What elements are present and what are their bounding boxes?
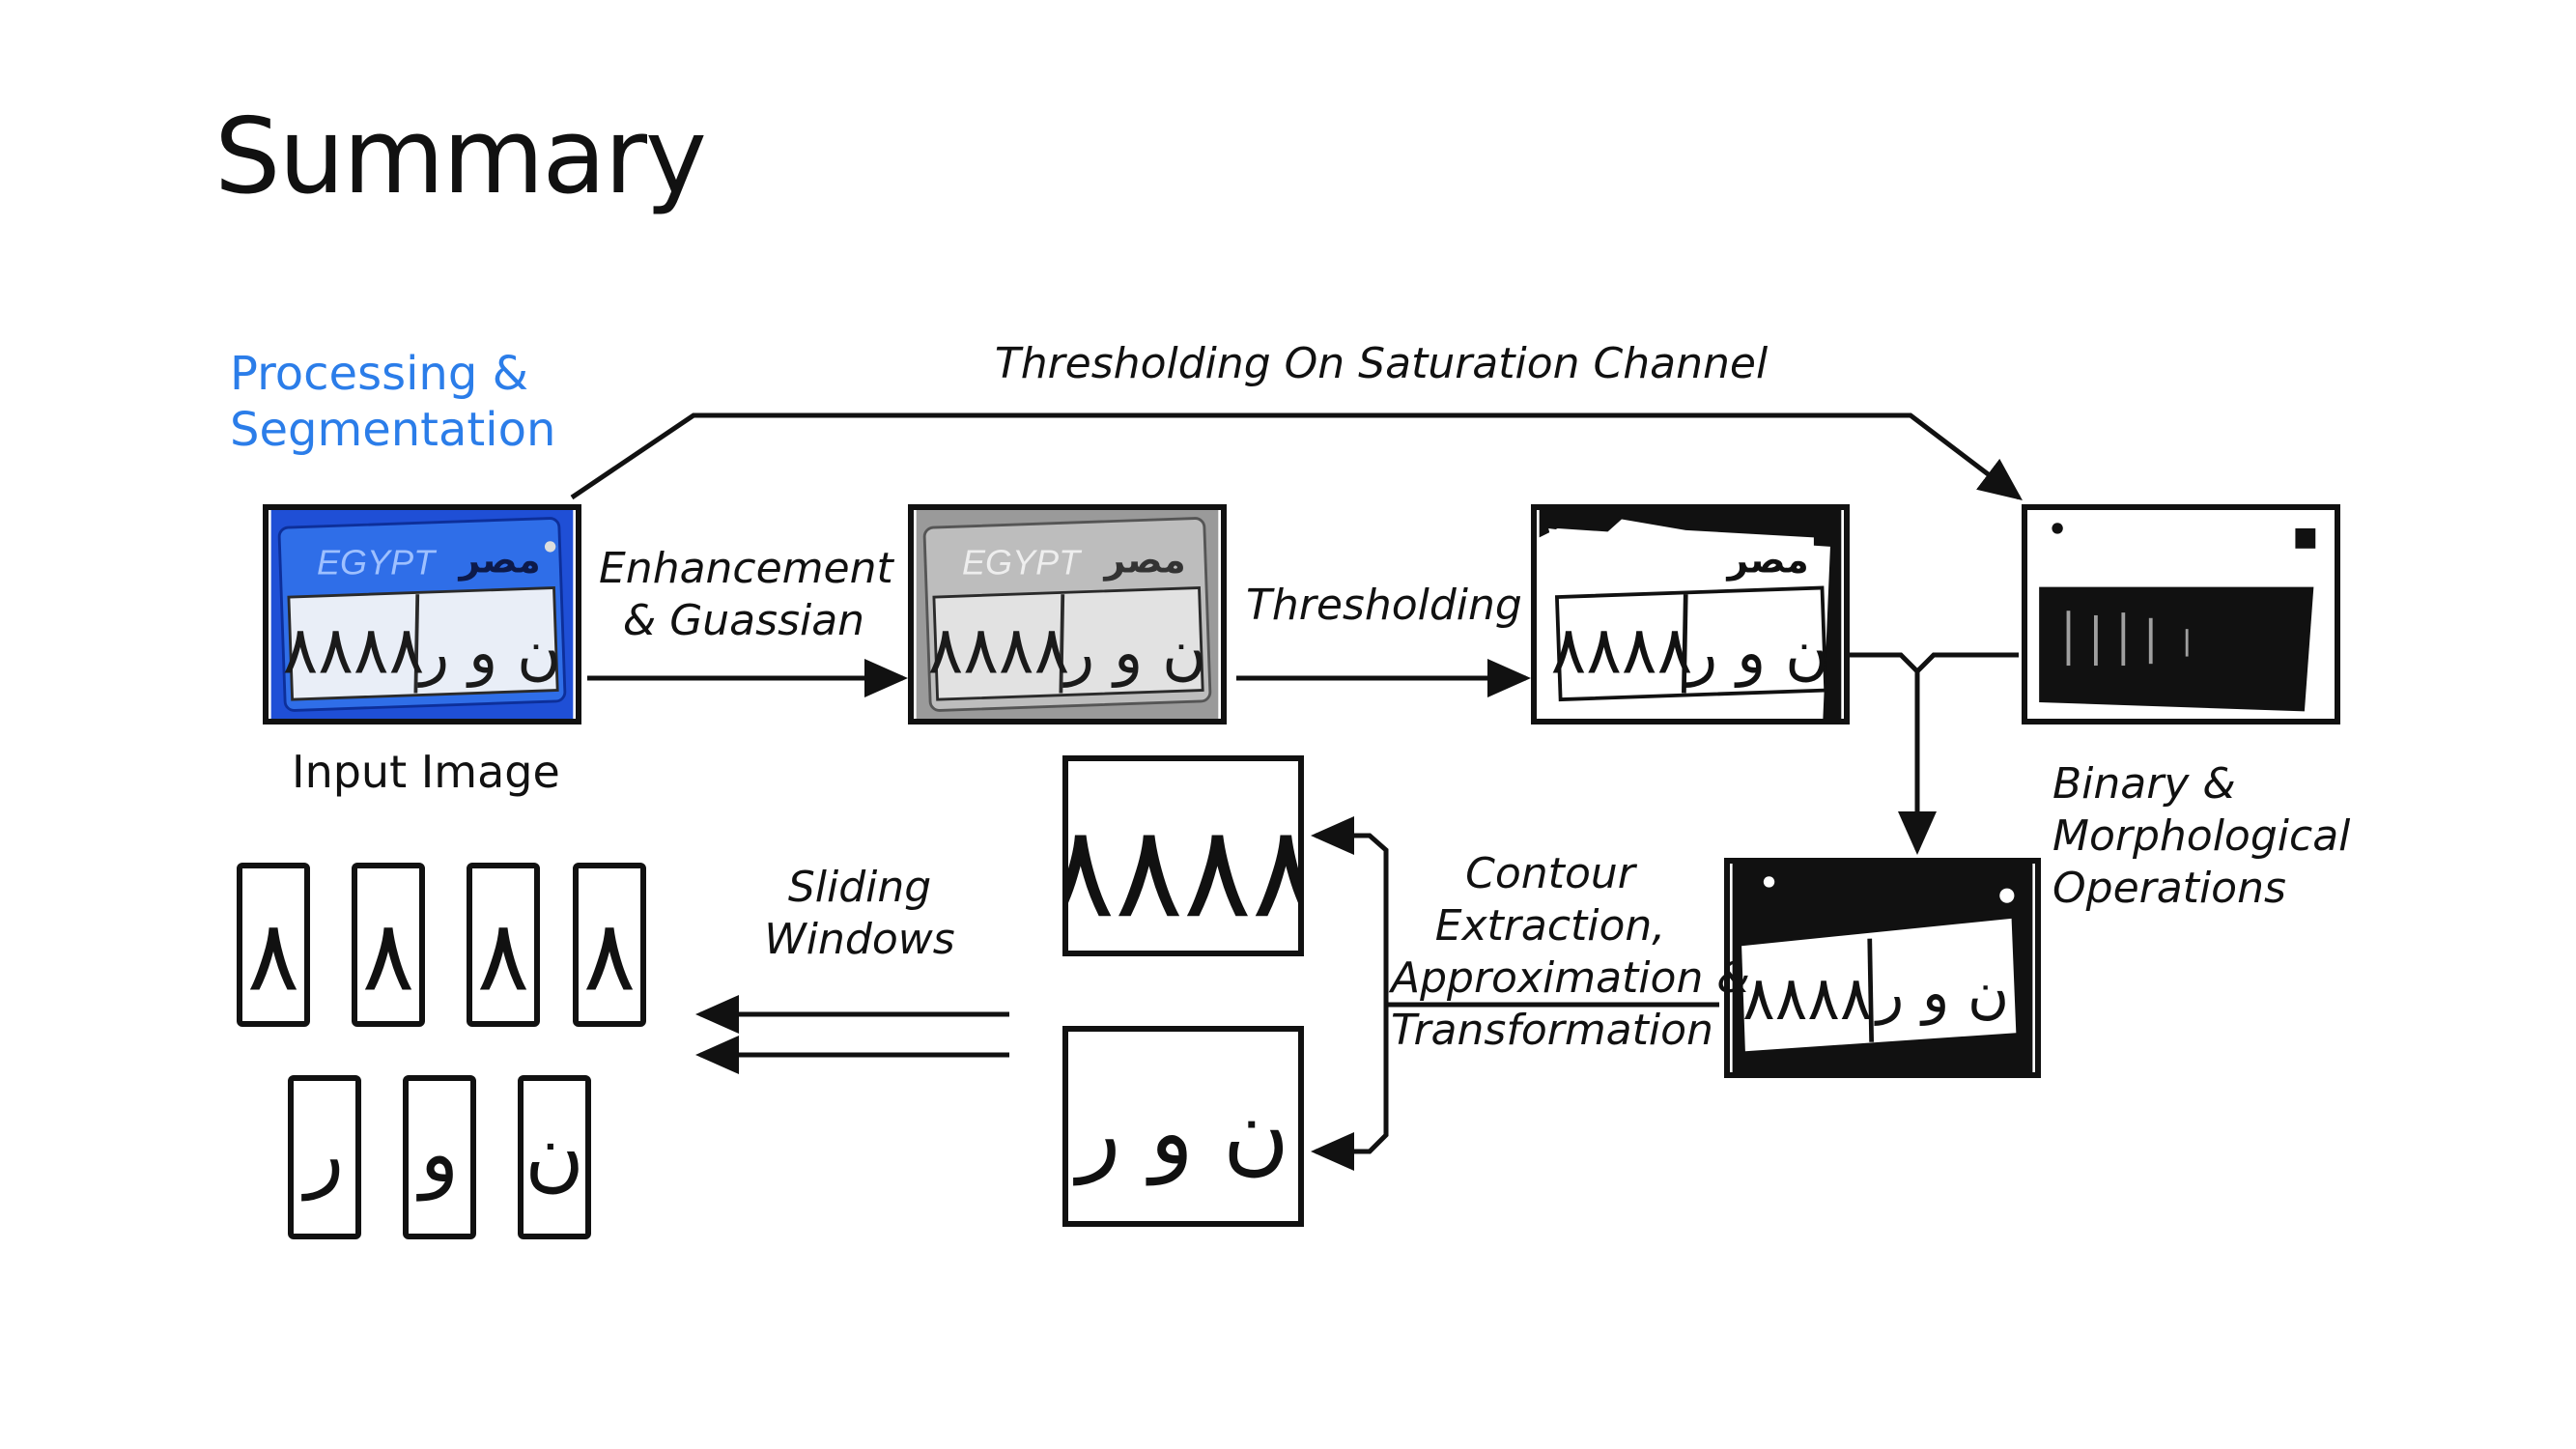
merge-line-left: [1850, 652, 1919, 673]
segment-letter-ra: ر: [288, 1075, 361, 1239]
saturation-label: Thresholding On Saturation Channel: [994, 339, 1769, 388]
thresholded-image: مصر ٨٨٨٨ ن و ر: [1531, 504, 1850, 724]
segment-digit-3: ٨: [467, 863, 540, 1027]
svg-text:مصر: مصر: [457, 538, 540, 581]
svg-text:٨: ٨: [362, 898, 414, 1012]
input-image-label: Input Image: [292, 746, 560, 798]
digits-crop-illustration: ٨٨٨٨: [1068, 761, 1298, 951]
plate-gray-illustration: EGYPT مصر ٨٨٨٨ ن و ر: [916, 510, 1219, 719]
svg-text:ن و ر: ن و ر: [417, 617, 561, 689]
plate-blue-illustration: EGYPT مصر ٨٨٨٨ ن و ر: [270, 510, 574, 719]
svg-text:ن و ر: ن و ر: [1874, 958, 2009, 1026]
saturation-image: [2022, 504, 2340, 724]
binary-label-line2: Morphological: [2052, 811, 2351, 861]
segment-digit-1: ٨: [237, 863, 310, 1027]
svg-text:ن و ر: ن و ر: [1685, 617, 1829, 689]
binary-label-line1: Binary &: [2052, 759, 2236, 809]
section-heading-line2: Segmentation: [230, 403, 556, 457]
svg-text:٨: ٨: [583, 898, 636, 1012]
binary-label-line3: Operations: [2052, 864, 2286, 913]
svg-text:٨٨٨٨: ٨٨٨٨: [283, 613, 425, 690]
binary-label: Binary & Morphological Operations: [2052, 758, 2350, 915]
contour-label-line1: Contour: [1465, 849, 1635, 898]
svg-text:و: و: [416, 1106, 460, 1202]
svg-text:٨٨٨٨: ٨٨٨٨: [1742, 963, 1872, 1034]
page-title: Summary: [214, 97, 707, 217]
svg-text:EGYPT: EGYPT: [317, 542, 438, 582]
plate-binary-illustration: ٨٨٨٨ ن و ر: [1732, 864, 2033, 1072]
sliding-label: Sliding Windows: [734, 862, 985, 966]
contour-label-line2: Extraction,: [1434, 901, 1666, 951]
svg-text:EGYPT: EGYPT: [962, 542, 1083, 582]
letters-crop: ن و ر: [1062, 1026, 1304, 1227]
sliding-label-line2: Windows: [764, 915, 955, 964]
letters-crop-illustration: ن و ر: [1069, 1032, 1297, 1221]
svg-text:٨: ٨: [477, 898, 529, 1012]
enhancement-label-line1: Enhancement: [599, 544, 893, 593]
enhanced-image: EGYPT مصر ٨٨٨٨ ن و ر: [908, 504, 1227, 724]
enhancement-label: Enhancement & Guassian: [599, 543, 893, 647]
sliding-label-line1: Sliding: [787, 863, 932, 912]
segment-digit-2: ٨: [352, 863, 425, 1027]
plate-saturation-illustration: [2029, 510, 2333, 719]
section-heading: Processing & Segmentation: [230, 346, 555, 458]
contour-label: Contour Extraction, Approximation & Tran…: [1391, 848, 1750, 1057]
svg-text:٨: ٨: [247, 898, 299, 1012]
segment-letter-waw: و: [403, 1075, 476, 1239]
plate-threshold-illustration: مصر ٨٨٨٨ ن و ر: [1539, 510, 1842, 719]
input-image: EGYPT مصر ٨٨٨٨ ن و ر: [263, 504, 581, 724]
thresholding-label: Thresholding: [1246, 581, 1522, 630]
svg-text:مصر: مصر: [1102, 538, 1185, 581]
svg-text:ن و ر: ن و ر: [1073, 1081, 1289, 1186]
binary-image: ٨٨٨٨ ن و ر: [1724, 858, 2041, 1078]
digits-crop: ٨٨٨٨: [1062, 755, 1304, 956]
merge-line-right: [1915, 652, 2019, 673]
contour-label-line4: Transformation: [1391, 1006, 1713, 1055]
arrow-to-digits: [1311, 816, 1389, 1005]
enhancement-label-line2: & Guassian: [622, 596, 865, 645]
segment-letter-nun: ن: [518, 1075, 591, 1239]
svg-text:٨٨٨٨: ٨٨٨٨: [1068, 799, 1298, 947]
svg-text:٨٨٨٨: ٨٨٨٨: [928, 613, 1070, 690]
section-heading-line1: Processing &: [230, 347, 528, 401]
svg-text:ر: ر: [301, 1106, 345, 1202]
svg-text:ن: ن: [524, 1106, 584, 1201]
svg-text:مصر: مصر: [1725, 538, 1808, 581]
arrow-saturation: [570, 412, 2023, 501]
arrow-to-letters: [1311, 1005, 1389, 1171]
svg-text:ن و ر: ن و ر: [1062, 617, 1206, 689]
segment-digit-4: ٨: [573, 863, 646, 1027]
svg-text:٨٨٨٨: ٨٨٨٨: [1551, 613, 1693, 690]
contour-label-line3: Approximation &: [1391, 953, 1750, 1003]
